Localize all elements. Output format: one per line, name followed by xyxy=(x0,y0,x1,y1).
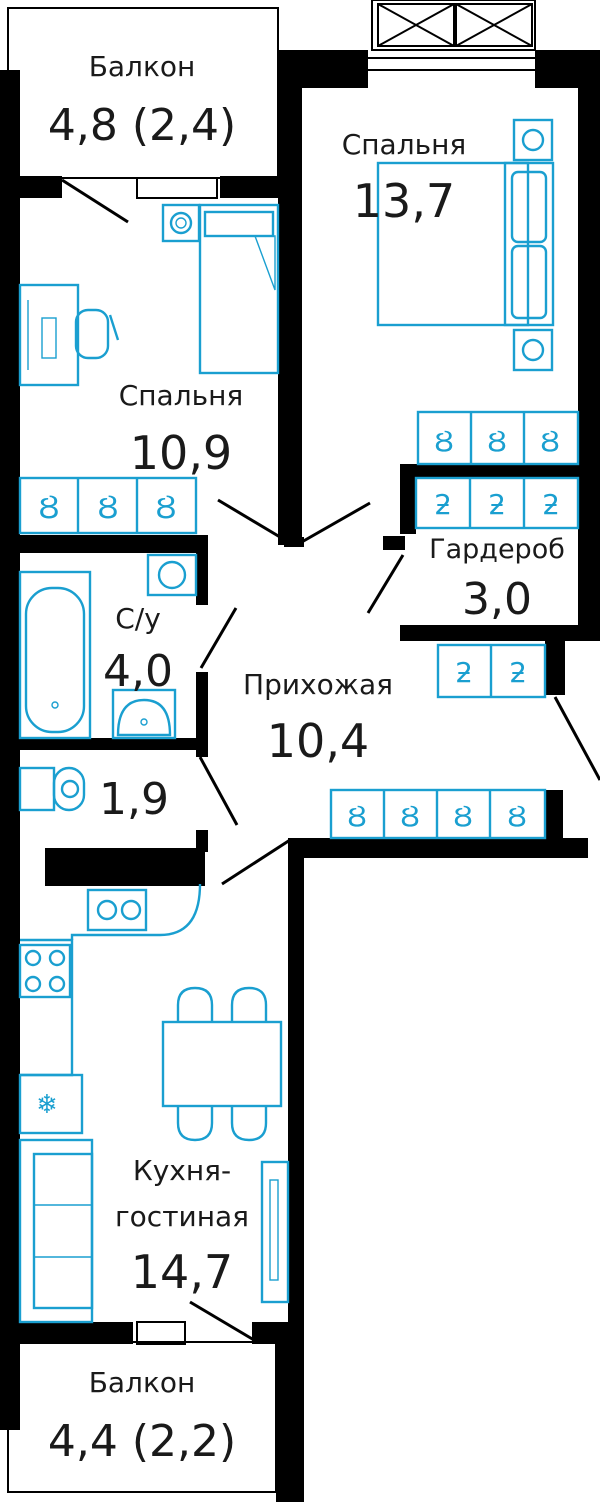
balcony-top-name: Балкон xyxy=(89,50,196,83)
svg-text:Ȣ: Ȣ xyxy=(540,425,560,458)
svg-text:Ȣ: Ȣ xyxy=(156,491,177,526)
desk-icon xyxy=(18,283,80,387)
balcony-bottom-name: Балкон xyxy=(89,1366,196,1399)
kitchen-counter xyxy=(20,883,202,1077)
bed-icon xyxy=(161,203,280,375)
svg-text:Ȣ: Ȣ xyxy=(400,800,420,833)
svg-text:Ȣ: Ȣ xyxy=(434,425,454,458)
svg-text:Ȣ: Ȣ xyxy=(347,800,367,833)
kitchen-area: 14,7 xyxy=(131,1245,233,1299)
window-icon xyxy=(368,0,536,71)
bathroom-name: С/у xyxy=(115,602,161,635)
wardrobe-hanger-icon: Ȣ Ȣ Ȣ xyxy=(18,476,198,535)
svg-text:Ȣ: Ȣ xyxy=(453,800,473,833)
room-labels: Балкон 4,8 (2,4) Спальня 13,7 Спальня 10… xyxy=(48,50,565,1467)
wardrobe-name: Гардероб xyxy=(429,534,565,565)
wardrobe-hanger-icon: ƻ ƻ ƻ xyxy=(414,476,580,530)
kitchen-name-line2: гостиная xyxy=(115,1200,249,1233)
wardrobe-hanger-icon: Ȣ Ȣ Ȣ xyxy=(416,410,580,466)
chair-icon xyxy=(74,308,120,360)
svg-text:❄: ❄ xyxy=(36,1090,58,1120)
furniture: Ȣ Ȣ Ȣ Ȣ Ȣ Ȣ ƻ ƻ xyxy=(18,118,580,1324)
wardrobe-hanger-icon: Ȣ Ȣ Ȣ Ȣ xyxy=(329,788,547,840)
balcony-bottom-area: 4,4 (2,2) xyxy=(48,1416,236,1467)
hallway-area: 10,4 xyxy=(267,714,369,768)
bathtub-icon xyxy=(18,570,92,740)
balcony-top-area: 4,8 (2,4) xyxy=(48,100,236,151)
door-swings xyxy=(61,178,600,1342)
wardrobe-hanger-icon: ƻ ƻ xyxy=(436,643,547,699)
bedroom-large-area: 13,7 xyxy=(353,174,455,228)
toilet-area: 1,9 xyxy=(99,774,169,825)
sofa-icon xyxy=(18,1138,94,1324)
tv-icon xyxy=(260,1160,290,1304)
bedroom-small-area: 10,9 xyxy=(130,426,232,480)
bedroom-large-name: Спальня xyxy=(342,128,467,161)
toilet-icon xyxy=(18,766,86,812)
svg-text:ƻ: ƻ xyxy=(509,656,527,689)
stove-icon xyxy=(18,943,72,999)
svg-text:ƻ: ƻ xyxy=(542,488,560,521)
svg-text:ƻ: ƻ xyxy=(488,488,506,521)
svg-text:ƻ: ƻ xyxy=(455,656,473,689)
hallway-name: Прихожая xyxy=(243,668,393,701)
kitchen-sink-icon xyxy=(86,888,148,932)
bathroom-area: 4,0 xyxy=(103,646,173,697)
svg-text:ƻ: ƻ xyxy=(434,488,452,521)
svg-text:Ȣ: Ȣ xyxy=(507,800,527,833)
bedroom-small-name: Спальня xyxy=(119,379,244,412)
svg-text:Ȣ: Ȣ xyxy=(98,491,119,526)
wardrobe-area: 3,0 xyxy=(462,574,532,625)
kitchen-name-line1: Кухня- xyxy=(133,1154,231,1187)
fridge-snowflake-icon: ❄ xyxy=(18,1073,84,1135)
svg-text:Ȣ: Ȣ xyxy=(487,425,507,458)
sink-icon xyxy=(111,553,198,740)
dining-table-icon xyxy=(161,986,283,1142)
svg-text:Ȣ: Ȣ xyxy=(39,491,60,526)
walls xyxy=(0,7,600,1502)
bed-icon xyxy=(376,118,555,372)
